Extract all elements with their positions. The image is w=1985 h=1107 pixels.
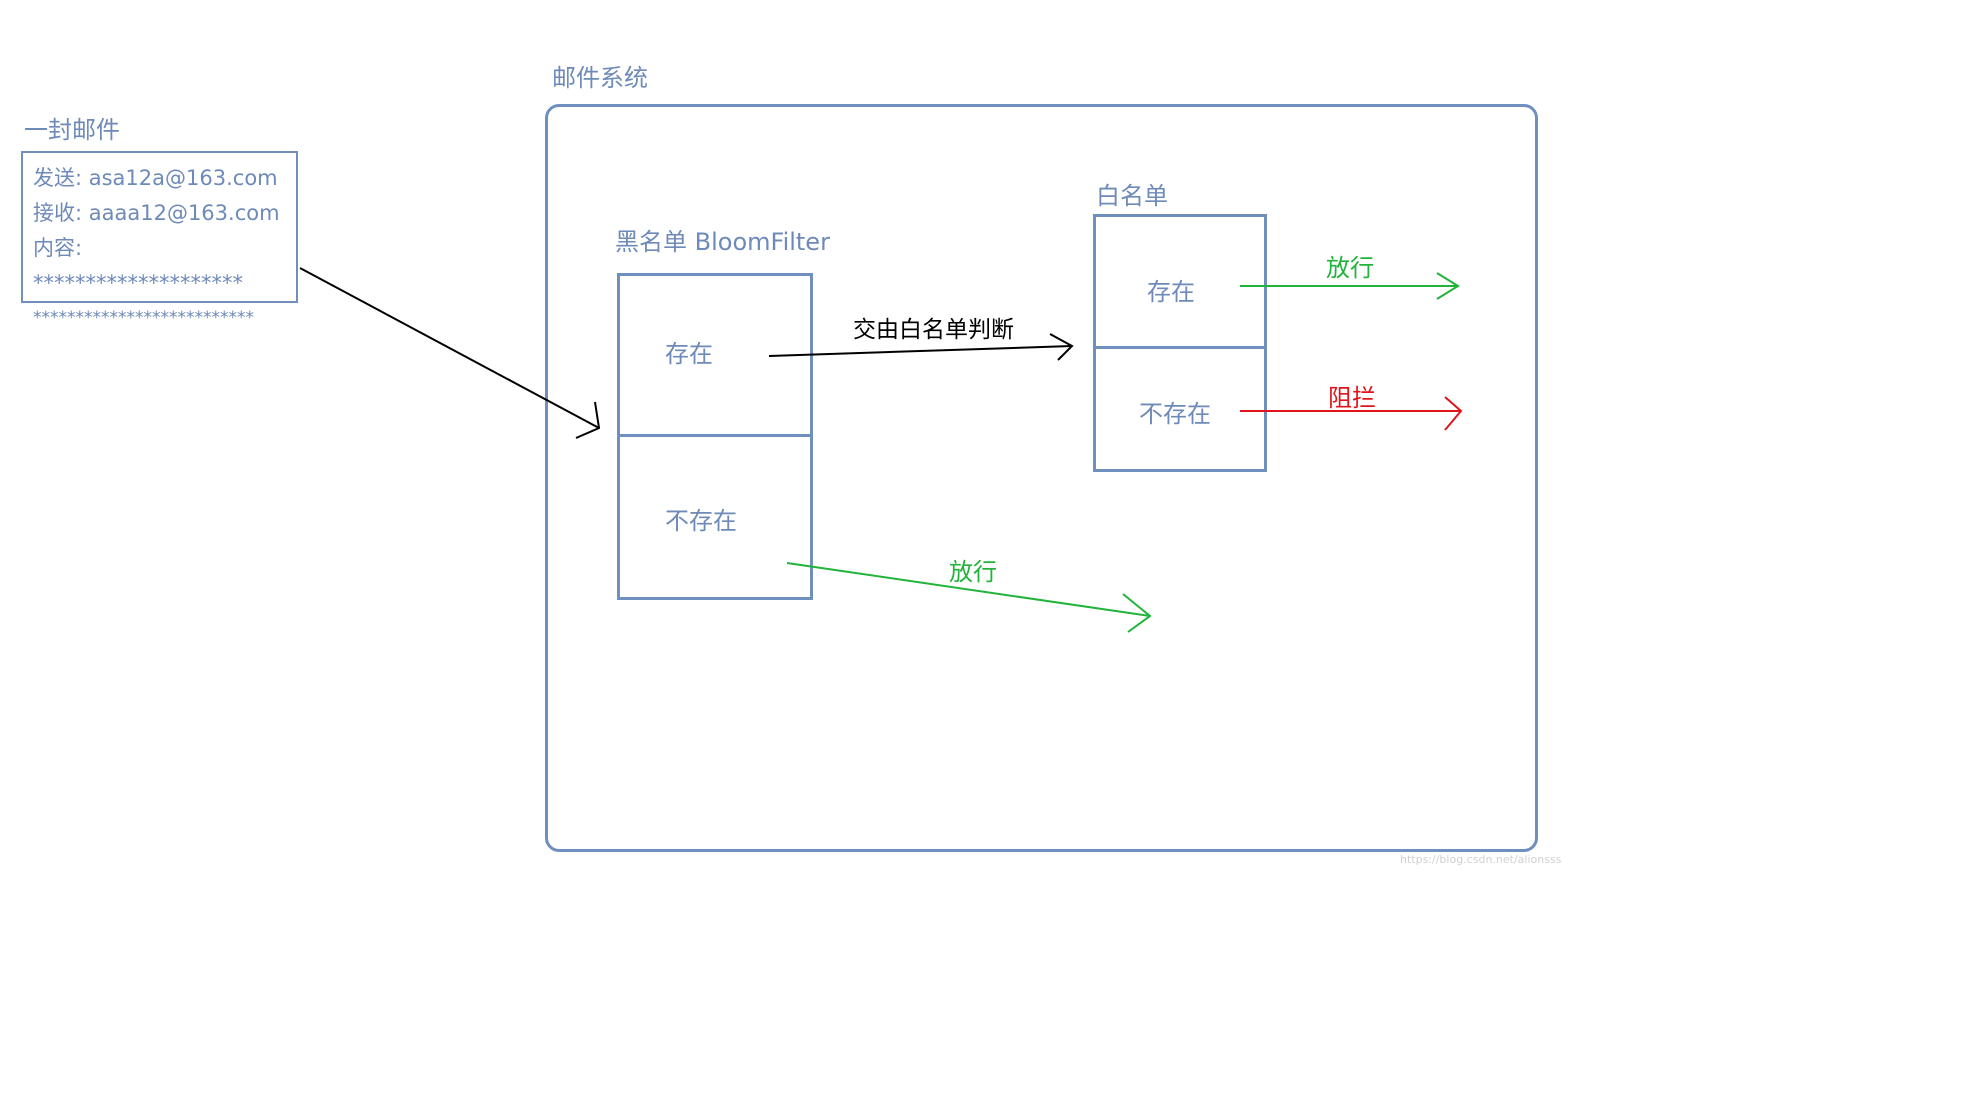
arrows-layer — [299, 267, 1463, 633]
blacklist-not-exists-label: 不存在 — [665, 507, 737, 535]
watermark: https://blog.csdn.net/alionsss — [1400, 853, 1562, 866]
email-to-blacklist-arrow — [299, 267, 601, 439]
system-title: 邮件系统 — [552, 64, 648, 92]
mail-system-container — [545, 104, 1538, 852]
block-label: 阻拦 — [1328, 384, 1376, 412]
email-receiver: 接收: aaaa12@163.com — [33, 201, 280, 225]
block-arrow — [1240, 396, 1463, 431]
email-content: 内容: ******************** — [33, 236, 243, 295]
blacklist-not-exists-cell: 不存在 — [617, 434, 813, 600]
to-whitelist-arrow — [768, 333, 1074, 361]
pass-blacklist-arrow — [786, 562, 1152, 633]
pass-whitelist-label: 放行 — [1326, 254, 1374, 282]
whitelist-not-exists-cell: 不存在 — [1093, 346, 1267, 472]
to-whitelist-label: 交由白名单判断 — [853, 317, 1014, 343]
blacklist-title: 黑名单 BloomFilter — [615, 228, 830, 256]
pass-whitelist-arrow — [1240, 272, 1460, 300]
whitelist-title: 白名单 — [1096, 182, 1168, 210]
blacklist-exists-label: 存在 — [665, 340, 713, 368]
email-card: 发送: asa12a@163.com 接收: aaaa12@163.com 内容… — [21, 151, 298, 328]
email-content-continued: ************************** — [33, 308, 254, 328]
email-sender: 发送: asa12a@163.com — [33, 166, 278, 190]
email-title: 一封邮件 — [24, 116, 120, 144]
whitelist-not-exists-label: 不存在 — [1139, 400, 1211, 428]
whitelist-exists-label: 存在 — [1147, 278, 1195, 306]
pass-blacklist-label: 放行 — [949, 558, 997, 586]
